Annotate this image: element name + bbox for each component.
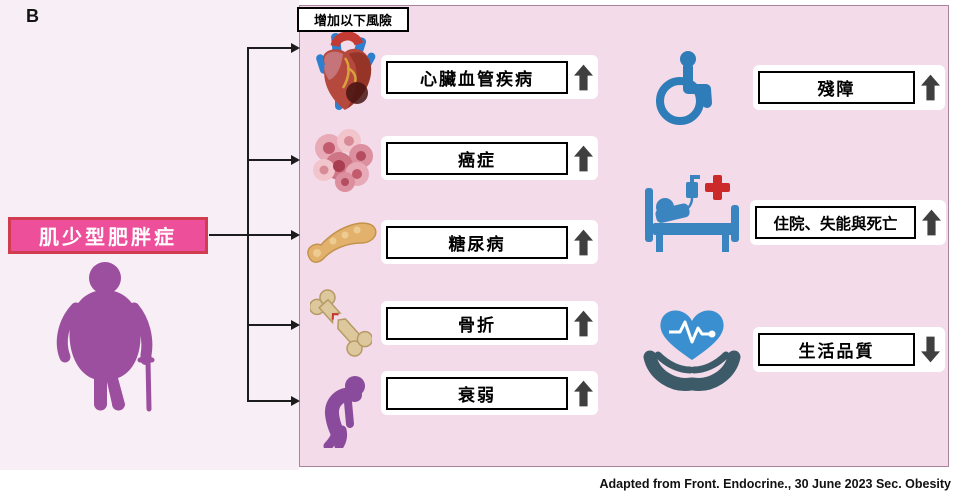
risk-label-box: 骨折 <box>386 306 568 340</box>
connector-source-line <box>209 234 248 236</box>
risk-header-box: 增加以下風險 <box>297 7 409 32</box>
hands-holding-heart-icon <box>643 310 741 391</box>
risk-label-box: 糖尿病 <box>386 225 568 259</box>
connector-trunk <box>247 47 249 402</box>
risk-item-cardiovascular: 心臟血管疾病 <box>381 55 598 99</box>
obese-person-with-cane-icon <box>56 262 155 412</box>
pancreas-icon <box>307 222 377 263</box>
risk-item-hospitalization-death: 住院、失能與死亡 <box>750 200 946 245</box>
risk-label-box: 住院、失能與死亡 <box>755 206 916 239</box>
risk-item-fracture: 骨折 <box>381 301 598 345</box>
risk-item-quality-of-life: 生活品質 <box>753 327 945 372</box>
wheelchair-icon <box>656 51 712 125</box>
down-arrow-icon <box>921 336 940 363</box>
figure-label: B <box>26 6 39 26</box>
cancer-cells-icon <box>313 129 373 192</box>
up-arrow-icon <box>574 145 593 171</box>
up-arrow-icon <box>574 310 593 336</box>
connector-branch-2 <box>249 159 291 161</box>
up-arrow-icon <box>574 64 593 90</box>
hospital-bed-icon <box>645 175 739 252</box>
attribution-text: Adapted from Front. Endocrine., 30 June … <box>599 477 951 491</box>
arrowhead-3 <box>291 230 300 240</box>
arrowhead-5 <box>291 396 300 406</box>
risk-label-box: 衰弱 <box>386 376 568 410</box>
risk-label-box: 心臟血管疾病 <box>386 60 568 94</box>
up-arrow-icon <box>921 74 940 101</box>
up-arrow-icon <box>574 380 593 406</box>
broken-bone-icon <box>310 289 372 357</box>
risk-item-cancer: 癌症 <box>381 136 598 180</box>
risk-item-frailty: 衰弱 <box>381 371 598 415</box>
risk-label-box: 生活品質 <box>758 333 915 366</box>
connector-branch-1 <box>249 47 291 49</box>
arrowhead-1 <box>291 43 300 53</box>
risk-item-diabetes: 糖尿病 <box>381 220 598 264</box>
arrowhead-2 <box>291 155 300 165</box>
risk-label-box: 癌症 <box>386 141 568 175</box>
connector-branch-4 <box>249 324 291 326</box>
anatomical-heart-icon <box>316 31 376 110</box>
arrowhead-4 <box>291 320 300 330</box>
risk-label-box: 殘障 <box>758 71 915 104</box>
up-arrow-icon <box>574 229 593 255</box>
source-box: 肌少型肥胖症 <box>8 217 208 254</box>
connector-branch-5 <box>249 400 291 402</box>
risk-item-disability: 殘障 <box>753 65 945 110</box>
up-arrow-icon <box>922 209 941 236</box>
connector-branch-3 <box>249 234 291 236</box>
hunched-person-icon <box>323 376 365 448</box>
